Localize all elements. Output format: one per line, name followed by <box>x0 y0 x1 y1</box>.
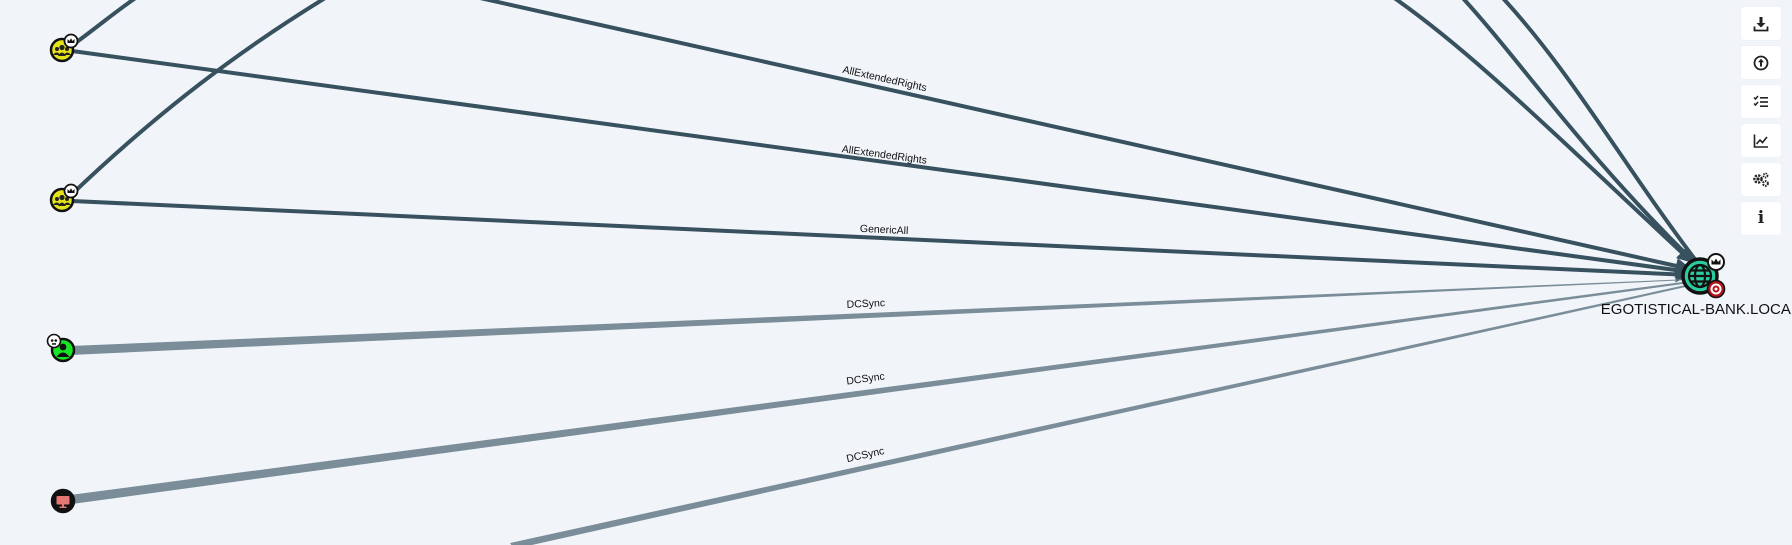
settings-button[interactable] <box>1741 163 1781 196</box>
upload-icon <box>1753 55 1769 70</box>
checklist-icon <box>1753 95 1768 107</box>
edge-dcsync-3 <box>510 284 1690 545</box>
edge-allextendedrights-2 <box>71 49 1692 278</box>
stats-button[interactable] <box>1741 124 1781 157</box>
edge-label: DCSync <box>846 370 886 387</box>
edge-genericall <box>71 199 1692 283</box>
edge-curve <box>1461 0 1696 264</box>
user-node[interactable] <box>46 333 76 363</box>
info-icon: i <box>1757 208 1765 228</box>
domain-node-label: EGOTISTICAL-BANK.LOCAL <box>1601 301 1792 318</box>
edge-allextendedrights-1 <box>479 0 1692 274</box>
users-icon <box>53 44 71 56</box>
computer-node[interactable] <box>50 488 76 514</box>
user-icon <box>56 343 70 357</box>
edge-curve <box>68 0 326 198</box>
edge-dcsync-2 <box>70 281 1690 504</box>
edge-curve <box>1393 0 1694 264</box>
import-button[interactable] <box>1741 46 1781 79</box>
chart-line-icon <box>1753 134 1768 148</box>
globe-icon <box>1687 263 1713 289</box>
gears-icon <box>1753 172 1769 187</box>
edges: AllExtendedRights AllExtendedRights Gene… <box>70 0 1692 545</box>
toolbar: i <box>1741 7 1781 235</box>
edge-label: GenericAll <box>860 223 909 237</box>
edge-dcsync-1 <box>70 279 1690 355</box>
nodes: EGOTISTICAL-BANK.LOCAL <box>46 33 1792 514</box>
crown-icon <box>1707 253 1725 271</box>
edge-curve <box>1501 0 1699 264</box>
domain-node[interactable] <box>1681 253 1726 299</box>
crown-icon <box>63 183 79 199</box>
queries-button[interactable] <box>1741 85 1781 118</box>
crown-icon <box>63 33 79 49</box>
edge-curve <box>72 0 137 46</box>
target-icon <box>1706 279 1726 299</box>
download-icon <box>1753 16 1769 31</box>
group-node-2[interactable] <box>49 183 79 213</box>
monitor-icon <box>56 496 70 508</box>
skull-icon <box>46 333 62 349</box>
info-button[interactable]: i <box>1741 202 1781 235</box>
background-edges <box>68 0 1699 264</box>
users-icon <box>53 194 71 206</box>
group-node-1[interactable] <box>49 33 79 63</box>
export-button[interactable] <box>1741 7 1781 40</box>
edge-label: DCSync <box>846 297 885 311</box>
